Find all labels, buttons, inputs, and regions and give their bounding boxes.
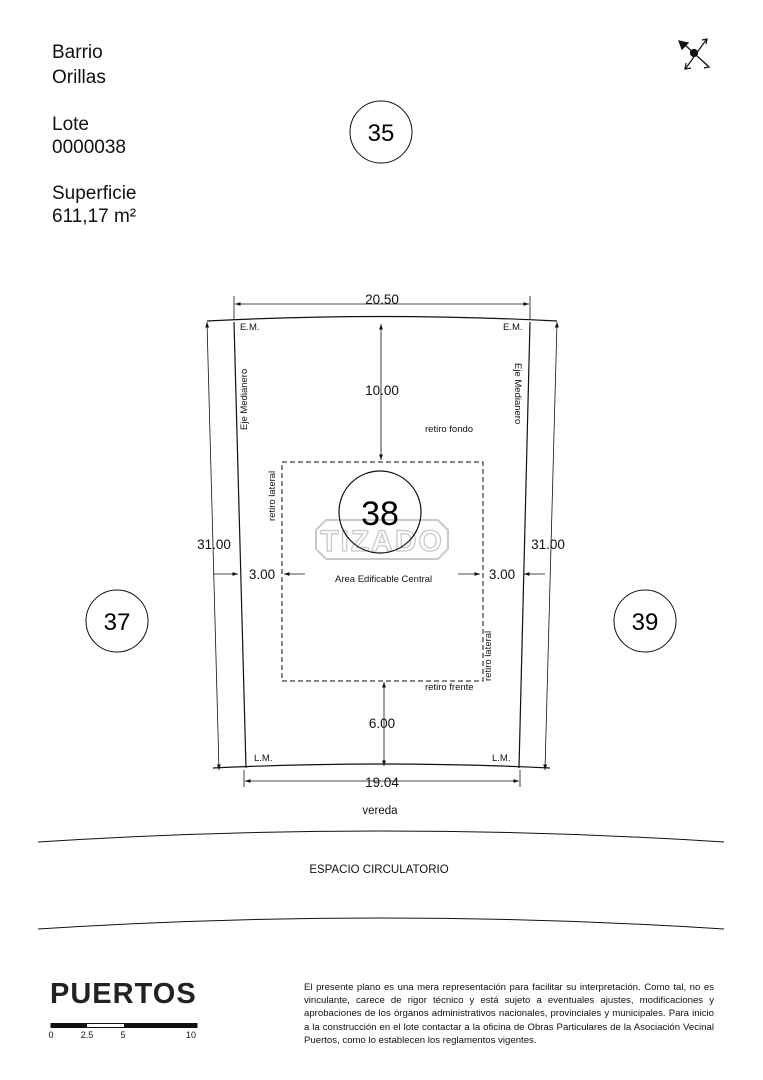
dim-right-length-label: 31.00: [531, 537, 565, 552]
lm-right-label: L.M.: [492, 753, 510, 764]
dim-setback-right-label: 3.00: [489, 567, 515, 582]
lot-38-marker: 38: [338, 470, 422, 554]
eje-medianero-left-label: Eje Medianero: [239, 369, 250, 430]
scale-tick-2-5: 2.5: [81, 1030, 94, 1040]
dim-bottom-width-label: 19.04: [365, 775, 399, 790]
espacio-circulatorio-label: ESPACIO CIRCULATORIO: [309, 864, 448, 876]
superficie-label: Superficie: [52, 183, 137, 204]
dimension-lines: [205, 302, 559, 783]
dim-top-width-label: 20.50: [365, 292, 399, 307]
retiro-frente-label: retiro frente: [425, 682, 474, 693]
scale-tick-10: 10: [186, 1030, 196, 1040]
lot-outline: [206, 315, 558, 769]
buildable-area: [281, 461, 484, 682]
scale-tick-0: 0: [48, 1030, 53, 1040]
street: vereda ESPACIO CIRCULATORIO: [37, 805, 725, 930]
retiro-lateral-left-label: retiro lateral: [267, 471, 278, 521]
dim-left-length-label: 31.00: [197, 537, 231, 552]
lot-37-marker: 37: [85, 589, 149, 653]
north-arrow-icon: [678, 38, 711, 70]
street-top-edge: [37, 830, 725, 843]
lot-35-marker: 35: [349, 100, 413, 164]
em-left-label: E.M.: [240, 322, 260, 333]
area-edificable-label: Area Edificable Central: [335, 574, 432, 585]
vereda-label: vereda: [362, 805, 398, 817]
street-bottom-edge: [37, 917, 725, 930]
lm-left-label: L.M.: [254, 753, 272, 764]
lot-38-number: 38: [361, 495, 399, 533]
em-right-label: E.M.: [503, 322, 523, 333]
scale-tick-5: 5: [120, 1030, 125, 1040]
lote-label: Lote: [52, 114, 89, 135]
lot-37-number: 37: [104, 609, 131, 636]
dim-setback-front-label: 6.00: [369, 716, 395, 731]
puertos-logo: PUERTOS: [50, 978, 197, 1010]
lote-number: 0000038: [52, 137, 126, 158]
dim-left-length: [205, 321, 221, 771]
lot-35-number: 35: [368, 120, 395, 147]
dim-right-length: [543, 321, 559, 771]
barrio-label: Barrio: [52, 42, 103, 63]
retiro-lateral-right-label: retiro lateral: [483, 631, 494, 681]
lot-39-number: 39: [632, 609, 659, 636]
dim-setback-left-label: 3.00: [249, 567, 275, 582]
barrio-name: Orillas: [52, 67, 106, 88]
lot-39-marker: 39: [613, 589, 677, 653]
eje-medianero-right-label: Eje Medianero: [512, 363, 523, 424]
disclaimer-text: El presente plano es una mera representa…: [304, 982, 714, 1046]
dim-setback-back-label: 10.00: [365, 383, 399, 398]
extension-lines: [233, 296, 531, 787]
retiro-fondo-label: retiro fondo: [425, 424, 473, 435]
scale-bar: 0 2.5 5 10: [48, 1023, 198, 1040]
superficie-value: 611,17 m²: [52, 206, 137, 227]
